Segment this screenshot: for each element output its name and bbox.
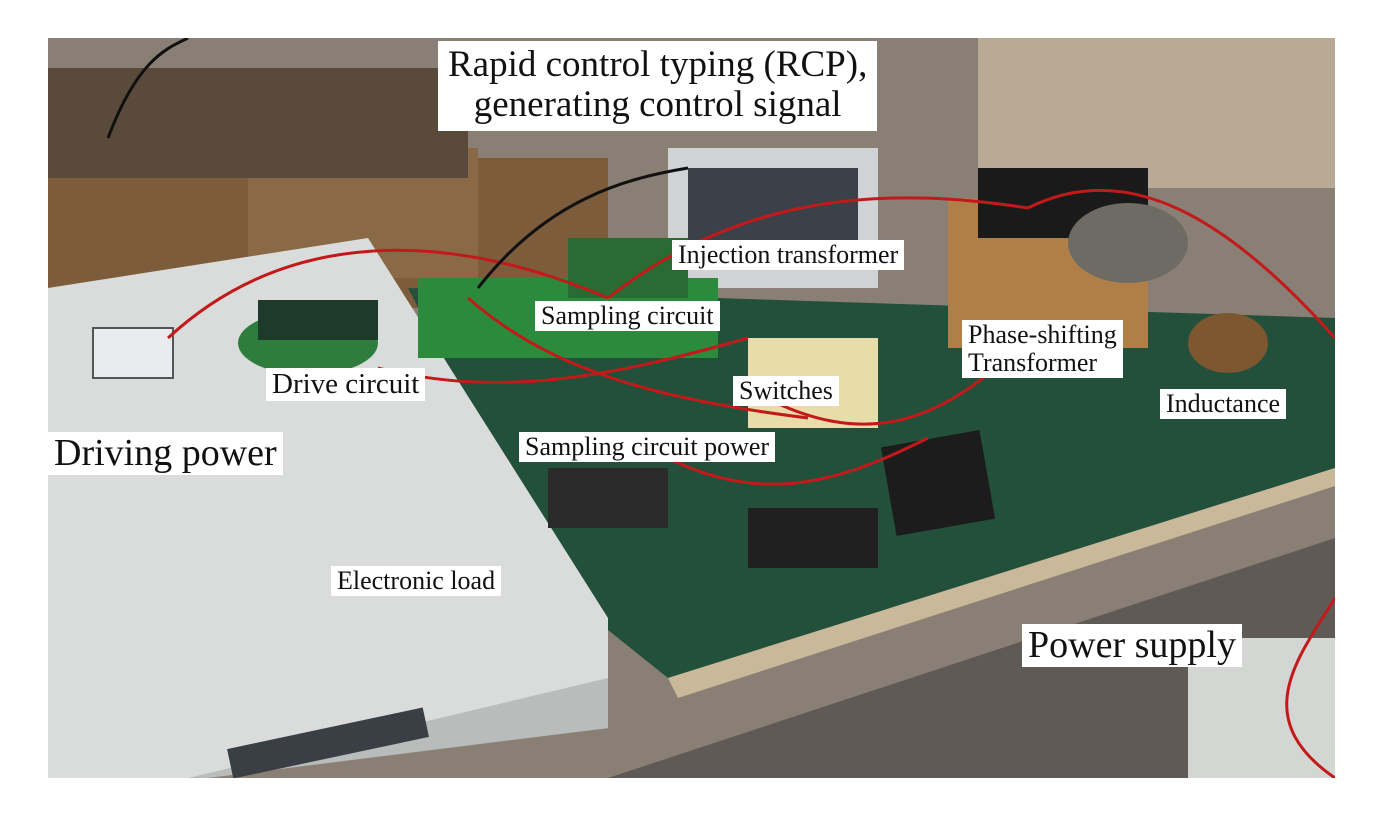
switches-heatsink [880, 430, 996, 536]
table-edge [668, 468, 1335, 698]
power-supply-label: Power supply [1022, 624, 1242, 668]
phase-shifting-label: Phase-shifting Transformer [962, 320, 1123, 379]
red-cables [166, 188, 1335, 778]
injection-transformer-label: Injection transformer [672, 240, 905, 271]
switches-label: Switches [733, 376, 839, 407]
rcp-label: Rapid control typing (RCP), generating c… [438, 41, 878, 131]
phase-shifting-label-line1: Phase-shifting [968, 320, 1117, 349]
rcp-label-line1: Rapid control typing (RCP), [448, 44, 868, 85]
inductance-coil [1188, 313, 1268, 373]
electronic-load-label: Electronic load [331, 566, 502, 597]
sampling-circuit-power-label: Sampling circuit power [519, 432, 776, 463]
lab-setup-photo [48, 38, 1335, 778]
floor [608, 538, 1335, 778]
inductance-label: Inductance [1160, 389, 1287, 420]
electronic-load-device [48, 238, 608, 778]
drive-circuit-label: Drive circuit [266, 368, 426, 402]
sampling-power-module [548, 468, 668, 528]
rcp-label-line2: generating control signal [473, 83, 842, 125]
driving-power-label: Driving power [48, 432, 283, 476]
sampling-circuit-label: Sampling circuit [535, 301, 720, 332]
black-cables [106, 38, 689, 289]
driving-power-module [92, 327, 174, 379]
phase-shifting-label-line2: Transformer [968, 348, 1098, 378]
